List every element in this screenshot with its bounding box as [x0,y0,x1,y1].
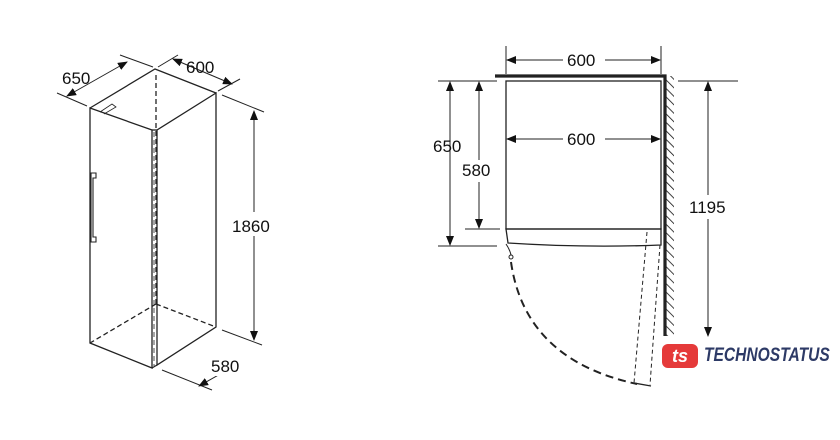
inner-width-label: 600 [567,130,595,149]
bottom-depth-label: 580 [211,357,239,376]
door-open-depth-label: 1195 [689,198,726,217]
depth-body-label: 580 [462,161,490,180]
wall [495,74,667,336]
outer-width-label: 600 [567,51,595,70]
height-label: 1860 [232,217,270,236]
logo-mark: ts [662,344,698,368]
top-view-plan [438,46,738,387]
isometric-fridge [56,54,265,391]
depth-label: 650 [62,69,90,88]
fridge-body [505,80,662,230]
door-handle [90,172,97,243]
logo-text: TECHNOSTATUS [704,345,830,366]
fridge-side-face [156,91,217,367]
technostatus-logo: ts TECHNOSTATUS [662,344,840,368]
fridge-front-face [89,107,153,369]
fridge-door [505,228,662,247]
width-label: 600 [186,58,214,77]
wall-hatching [666,76,674,336]
depth-with-door-label: 650 [433,137,461,156]
door-swing-arc [510,261,638,385]
